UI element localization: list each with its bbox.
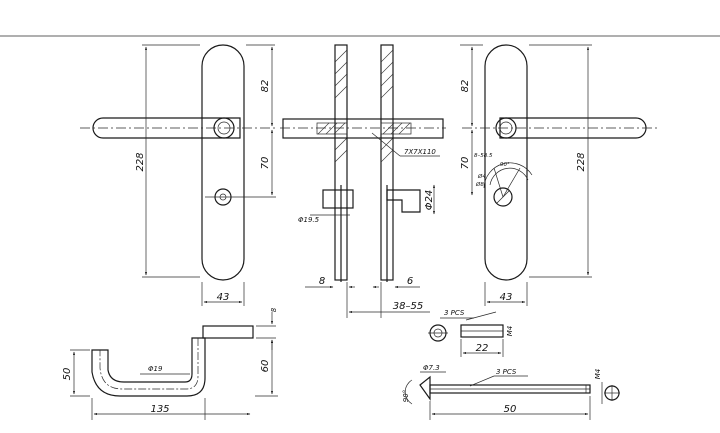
thumb-dim-c: Ø8 xyxy=(475,181,484,188)
dim-top-left: 82 xyxy=(260,80,271,93)
thumbturn-right xyxy=(493,187,513,207)
dim-total-right: 228 xyxy=(576,152,587,171)
door-range: 38–55 xyxy=(393,301,423,312)
lever-profile xyxy=(91,337,206,397)
rose-section xyxy=(386,189,421,213)
thumb-dim-b: Ø4 xyxy=(477,173,486,180)
dia-boss: Φ19.5 xyxy=(298,216,320,224)
dim-total-left: 228 xyxy=(135,152,146,171)
dim-right-thickness: 6 xyxy=(407,276,413,287)
lever-detail: 8 50 Φ19 135 60 xyxy=(62,307,278,420)
screw-small-qty-label: 3 PCS xyxy=(444,309,465,317)
dia-rose: Φ24 xyxy=(424,190,435,211)
screw-long-head-dia: Φ7.3 xyxy=(423,364,440,372)
front-view-right: 8–58.5 Ø4 Ø8 90° 82 70 228 43 xyxy=(460,44,660,306)
dim-mid-right: 70 xyxy=(460,157,471,170)
backplate-left xyxy=(201,44,245,281)
screw-long-length: 50 xyxy=(504,404,517,415)
dim-width-right: 43 xyxy=(500,292,513,303)
screw-long: M4 Φ7.3 90° 3 PCS 50 xyxy=(402,364,620,420)
screw-long-qty: 3 PCS xyxy=(496,368,517,376)
dim-mid-left: 70 xyxy=(260,157,271,170)
lever-rose-profile xyxy=(202,325,254,339)
spindle-label: 7X7X110 xyxy=(404,148,436,156)
dim-left-thickness: 8 xyxy=(319,276,325,287)
dim-width-left: 43 xyxy=(217,292,230,303)
lever-length: 135 xyxy=(150,404,169,415)
screw-long-head xyxy=(419,375,431,401)
lever-thickness: 8 xyxy=(270,307,278,312)
thumb-dim-a: 8–58.5 xyxy=(474,153,493,159)
dim-top-right: 82 xyxy=(460,80,471,93)
section-view: 7X7X110 Φ19.5 Φ24 8 6 38–55 xyxy=(280,44,446,318)
thumb-angle: 90° xyxy=(500,162,510,168)
screw-small-thread: M4 xyxy=(506,326,514,337)
front-view-left: 228 82 70 43 xyxy=(80,44,276,306)
boss-section xyxy=(322,189,354,209)
screw-long-thread: M4 xyxy=(594,369,602,380)
backplate-right xyxy=(484,44,528,281)
rose-left xyxy=(213,117,235,139)
screw-small-length: 22 xyxy=(476,343,489,354)
spindle-bar xyxy=(282,118,444,139)
lever-height: 50 xyxy=(62,368,73,381)
lever-drop: 60 xyxy=(260,360,271,373)
screw-small: 3 PCS M4 22 xyxy=(428,309,514,357)
rose-right xyxy=(495,117,517,139)
lever-diameter: Φ19 xyxy=(148,365,163,373)
lever-left xyxy=(92,117,241,139)
lever-right xyxy=(499,117,647,139)
